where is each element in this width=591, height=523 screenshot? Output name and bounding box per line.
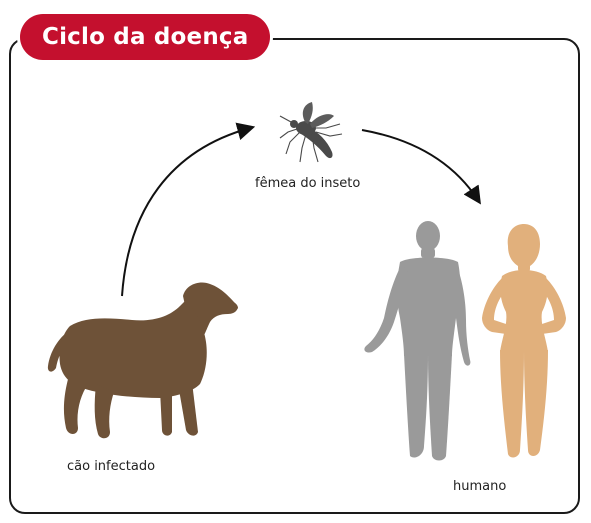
mosquito-icon [279,102,343,163]
man-icon [364,221,471,461]
dog-icon [47,282,238,439]
arrow-dog-to-insect [121,122,256,297]
human-label: humano [453,479,507,494]
diagram-title: Ciclo da doença [42,24,249,50]
woman-icon [482,224,566,458]
insect-label: fêmea do inseto [255,176,361,191]
arrow-insect-to-human [361,129,481,205]
dog-label: cão infectado [67,459,156,474]
diagram-frame [9,38,580,514]
diagram-title-badge: Ciclo da doença [20,14,271,60]
